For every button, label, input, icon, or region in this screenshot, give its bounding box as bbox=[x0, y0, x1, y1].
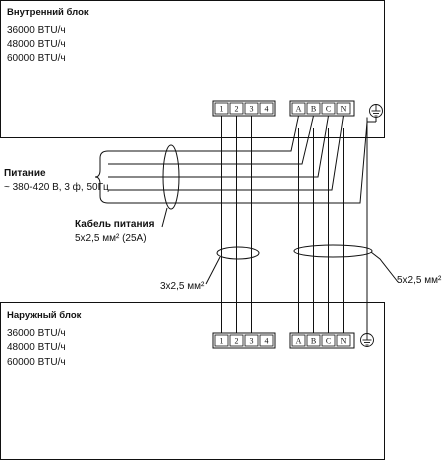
indoor-model-1: 36000 BTU/ч bbox=[7, 25, 66, 36]
power-interconnect-label: 5х2,5 мм² bbox=[397, 275, 442, 286]
indoor-signal-terminal-block: 1 2 3 4 bbox=[212, 100, 276, 117]
outdoor-power-terminal-block: A B C N bbox=[289, 332, 355, 349]
terminal-1 bbox=[214, 102, 229, 115]
indoor-power-terminal-block: A B C N bbox=[289, 100, 355, 117]
indoor-unit-box bbox=[0, 0, 385, 138]
outdoor-model-3: 60000 BTU/ч bbox=[7, 357, 66, 368]
power-cable-leader bbox=[161, 207, 168, 228]
outdoor-ground-icon bbox=[360, 333, 374, 347]
terminal-label-C: C bbox=[326, 105, 331, 114]
outdoor-model-1: 36000 BTU/ч bbox=[7, 328, 66, 339]
terminal-label-3: 3 bbox=[250, 105, 254, 114]
outdoor-terminal-label-B: B bbox=[311, 337, 316, 346]
power-interconnect-bundle-marker bbox=[293, 244, 373, 258]
outdoor-signal-terminal-block: 1 2 3 4 bbox=[212, 332, 276, 349]
terminal-2 bbox=[229, 102, 244, 115]
terminal-label-A: A bbox=[296, 105, 302, 114]
power-cable-title: Кабель питания bbox=[75, 218, 155, 230]
terminal-label-4: 4 bbox=[265, 105, 269, 114]
terminal-label-1: 1 bbox=[220, 105, 224, 114]
indoor-model-2: 48000 BTU/ч bbox=[7, 39, 66, 50]
power-cable-spec: 5х2,5 мм² (25A) bbox=[75, 233, 147, 244]
signal-cable-leader bbox=[205, 256, 221, 285]
outdoor-terminal-label-3: 3 bbox=[250, 337, 254, 346]
outdoor-model-2: 48000 BTU/ч bbox=[7, 342, 66, 353]
power-cable-bundle-marker bbox=[162, 144, 180, 210]
indoor-ground-icon bbox=[369, 104, 383, 118]
terminal-3 bbox=[244, 102, 259, 115]
signal-cable-label: 3х2,5 мм² bbox=[160, 281, 205, 292]
terminal-A bbox=[291, 102, 306, 115]
outdoor-unit-box bbox=[0, 302, 385, 460]
terminal-C bbox=[321, 102, 336, 115]
outdoor-unit-title: Наружный блок bbox=[7, 310, 82, 321]
signal-cable-bundle-marker bbox=[216, 246, 260, 260]
terminal-N bbox=[336, 102, 351, 115]
power-supply-title: Питание bbox=[4, 168, 46, 179]
outdoor-terminal-label-C: C bbox=[326, 337, 331, 346]
terminal-label-B: B bbox=[311, 105, 316, 114]
terminal-4 bbox=[259, 102, 274, 115]
power-interconnect-leader bbox=[370, 251, 399, 283]
power-supply-spec: ~ 380-420 В, 3 ф, 50Гц bbox=[4, 181, 109, 193]
indoor-model-3: 60000 BTU/ч bbox=[7, 53, 66, 64]
power-supply-wires bbox=[108, 115, 368, 204]
outdoor-terminal-label-N: N bbox=[341, 337, 347, 346]
power-supply-brace bbox=[94, 150, 109, 204]
terminal-label-2: 2 bbox=[235, 105, 239, 114]
interconnect-wires bbox=[221, 116, 377, 333]
terminal-label-N: N bbox=[341, 105, 347, 114]
outdoor-terminal-label-A: A bbox=[296, 337, 302, 346]
outdoor-terminal-label-4: 4 bbox=[265, 337, 269, 346]
outdoor-terminal-label-2: 2 bbox=[235, 337, 239, 346]
outdoor-terminal-label-1: 1 bbox=[220, 337, 224, 346]
terminal-B bbox=[306, 102, 321, 115]
indoor-unit-title: Внутренний блок bbox=[7, 7, 89, 18]
